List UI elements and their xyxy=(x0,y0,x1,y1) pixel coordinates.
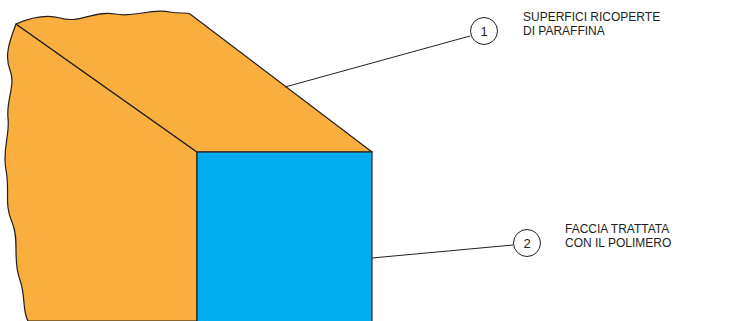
top-face xyxy=(16,11,372,152)
callout-label: SUPERFICI RICOPERTE DI PARAFFINA xyxy=(523,10,665,38)
callout-number: 2 xyxy=(523,237,530,250)
callout-label: FACCIA TRATTATA CON IL POLIMERO xyxy=(565,222,685,250)
leader-line xyxy=(285,36,470,87)
callout-circle: 2 xyxy=(513,229,541,257)
leader-line xyxy=(372,245,513,258)
front-face xyxy=(197,152,372,321)
callout-number: 1 xyxy=(480,25,487,38)
callout-circle: 1 xyxy=(470,17,498,45)
